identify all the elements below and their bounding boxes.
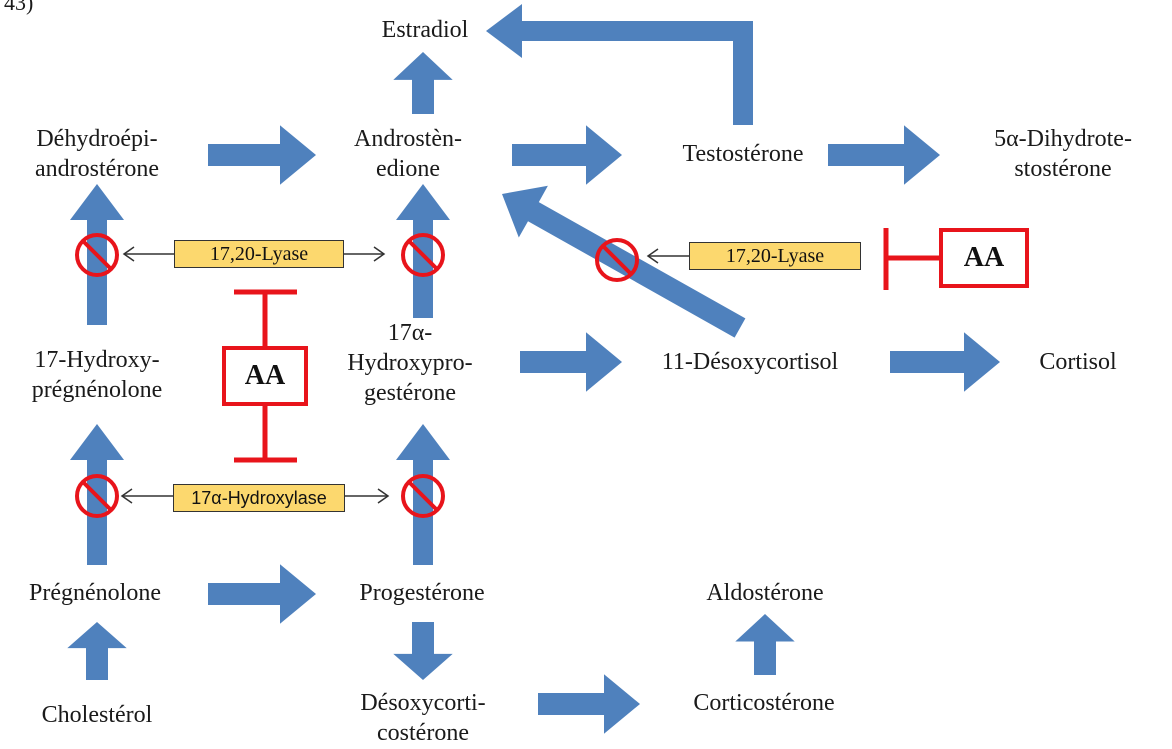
compound-dihydrotestosterone: 5α-Dihydrote-stostérone [994,126,1132,182]
blocked-sign-lyase-center [401,233,445,277]
blocked-sign-hydroxylase-center [401,474,445,518]
compound-estradiol: Estradiol [381,17,469,43]
arrow-testosterone-to-dht [828,125,940,185]
arrow-pregnenolone-to-progesterone [208,564,316,624]
pointer-lyase-to-left-step [122,246,174,262]
compound-pregnenolone: Prégnénolone [29,580,161,606]
arrow-cholesterol-to-pregnenolone [67,622,127,680]
compound-corticosterone: Corticostérone [693,690,835,716]
blocked-sign-lyase-left [75,233,119,277]
blocked-sign-hydroxylase-left [75,474,119,518]
arrow-androstenedione-to-testosterone [512,125,622,185]
compound-17-hydroxypregnenolone: 17-Hydroxy-prégnénolone [31,347,163,403]
arrow-dhea-to-androstenedione [208,125,316,185]
inhibitor-aa-right: AA [939,228,1029,288]
arrow-androstenedione-to-estradiol [393,52,453,114]
compound-cortisol: Cortisol [1039,349,1117,375]
enzyme-17-20-lyase-right: 17,20-Lyase [689,242,861,270]
compound-11-desoxycortisol: 11-Désoxycortisol [661,349,839,375]
pointer-hydroxylase-to-left-step [120,488,173,504]
compound-testosterone: Testostérone [682,141,804,167]
arrow-desoxycortisol-to-androstenedione [502,185,746,338]
enzyme-17a-hydroxylase: 17α-Hydroxylase [173,484,345,512]
compound-aldosterone: Aldostérone [706,580,824,606]
compound-dhea: Déhydroépi-androstérone [35,126,159,182]
arrow-hydroxyprogesterone-to-androstenedione [396,184,450,318]
arrow-corticosterone-to-aldosterone [735,614,795,675]
arrow-testosterone-to-estradiol-shaft-vertical [733,21,753,125]
cropped-figure-number: 43) [4,0,34,15]
arrow-desoxycorticosterone-to-corticosterone [538,674,640,734]
arrow-desoxycortisol-to-cortisol [890,332,1000,392]
inhibitor-aa-center: AA [222,346,308,406]
compound-progesterone: Progestérone [359,580,485,606]
compound-androstenedione: Androstèn-edione [354,126,462,182]
arrow-progesterone-to-desoxycorticosterone [393,622,453,680]
enzyme-17-20-lyase-left: 17,20-Lyase [174,240,344,268]
blocked-sign-lyase-right [595,238,639,282]
compound-17a-hydroxyprogesterone: 17α-Hydroxypro-gestérone [347,320,473,406]
compound-cholesterol: Cholestérol [41,702,153,728]
pointer-lyase-right-to-diagonal-step [646,248,689,264]
arrow-hydroxyprogesterone-to-desoxycortisol [520,332,622,392]
compound-desoxycorticosterone: Désoxycorti-costérone [360,690,486,746]
arrow-testosterone-to-estradiol-head [486,4,753,58]
